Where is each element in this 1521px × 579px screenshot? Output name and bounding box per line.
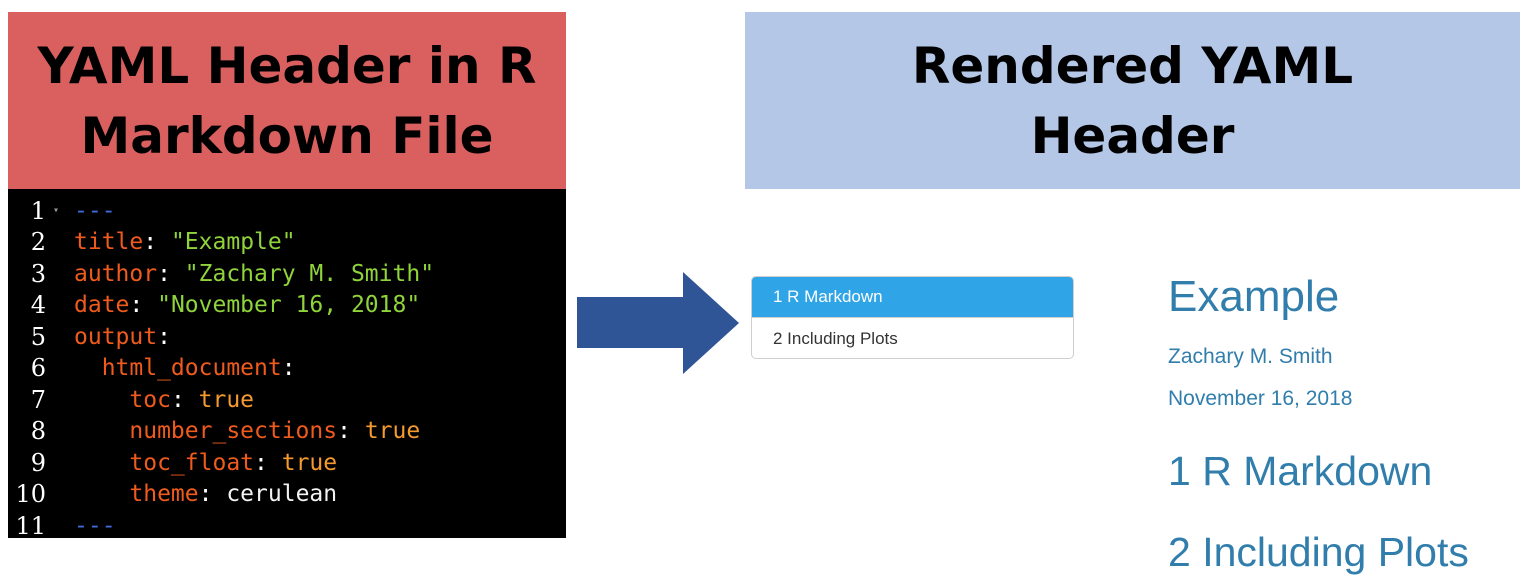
code-token: cerulean [226, 481, 338, 508]
code-token: toc [74, 386, 171, 413]
right-header-line-1: Rendered YAML [911, 36, 1354, 95]
code-line: 1 ▾ --- [8, 195, 566, 227]
code-text: title: "Example" [66, 229, 296, 255]
document-author: Zachary M. Smith [1168, 345, 1333, 368]
code-token: : [337, 418, 365, 445]
code-token: "Example" [170, 229, 296, 256]
code-token: true [364, 418, 421, 445]
code-line: 10 theme: cerulean [8, 479, 566, 511]
code-token: : [198, 481, 227, 508]
section-heading-2[interactable]: 2 Including Plots [1168, 529, 1469, 575]
line-number: 3 [30, 259, 46, 288]
line-number: 1 [30, 196, 46, 225]
code-text: date: "November 16, 2018" [66, 292, 420, 318]
line-number: 9 [30, 448, 46, 477]
code-token: : [254, 449, 282, 476]
code-text: --- [66, 198, 116, 224]
line-number: 11 [15, 511, 46, 540]
code-text: html_document: [66, 355, 296, 381]
toc-item[interactable]: 2 Including Plots [773, 328, 898, 348]
code-line: 7 toc: true [8, 384, 566, 416]
code-token: "November 16, 2018" [157, 292, 421, 319]
line-number: 4 [30, 291, 46, 320]
code-line: 11 --- [8, 510, 566, 542]
code-token: : [129, 292, 158, 319]
line-number: 7 [30, 385, 46, 414]
code-line: 3 author: "Zachary M. Smith" [8, 258, 566, 290]
code-token: true [198, 386, 255, 413]
code-token: : [157, 260, 185, 287]
code-line: 9 toc_float: true [8, 447, 566, 479]
line-number: 6 [30, 354, 46, 383]
line-number: 10 [15, 480, 46, 509]
code-token: : [170, 386, 199, 413]
right-arrow-icon [577, 272, 739, 374]
code-text: toc_float: true [66, 450, 337, 476]
line-number: 8 [30, 417, 46, 446]
code-text: output: [66, 324, 171, 350]
code-token: : [281, 355, 296, 382]
code-token: : [143, 229, 171, 256]
right-header-line-2: Header [1030, 106, 1235, 165]
code-line: 4 date: "November 16, 2018" [8, 290, 566, 322]
document-date: November 16, 2018 [1168, 387, 1353, 410]
code-token: title [74, 229, 144, 256]
toc-item[interactable]: 1 R Markdown [752, 277, 1073, 318]
code-token: date [74, 292, 130, 319]
code-line: 2 title: "Example" [8, 227, 566, 259]
code-token: output [74, 323, 158, 350]
code-text: author: "Zachary M. Smith" [66, 261, 434, 287]
fold-toggle-icon[interactable]: ▾ [52, 205, 60, 217]
line-number: 5 [30, 322, 46, 351]
code-text: number_sections: true [66, 418, 420, 444]
code-token: --- [74, 512, 116, 539]
section-heading-1[interactable]: 1 R Markdown [1168, 448, 1433, 494]
code-token: toc_float [74, 449, 255, 476]
code-token: author [74, 260, 158, 287]
code-token: true [281, 449, 338, 476]
code-token: "Zachary M. Smith" [184, 260, 435, 287]
code-token: theme [74, 481, 199, 508]
line-number: 2 [30, 228, 46, 257]
code-token: html_document [74, 355, 282, 382]
code-token: : [157, 323, 171, 350]
code-line: 8 number_sections: true [8, 416, 566, 448]
table-of-contents: 1 R Markdown 2 Including Plots [751, 276, 1074, 359]
left-header-line-2: Markdown File [80, 106, 494, 165]
code-line: 5 output: [8, 321, 566, 353]
code-text: toc: true [66, 387, 254, 413]
yaml-code-editor: 1 ▾ --- 2 title: "Example" 3 author: "Zachary … [8, 189, 566, 540]
code-token: number_sections [74, 418, 338, 445]
rendered-header-title-box: Rendered YAML Header [745, 12, 1520, 189]
code-text: theme: cerulean [66, 481, 337, 507]
left-header-line-1: YAML Header in R [37, 36, 537, 95]
code-token: --- [74, 197, 116, 224]
document-title: Example [1168, 272, 1340, 321]
code-line: 6 html_document: [8, 353, 566, 385]
code-text: --- [66, 513, 116, 539]
yaml-header-title-box: YAML Header in R Markdown File [8, 12, 566, 189]
